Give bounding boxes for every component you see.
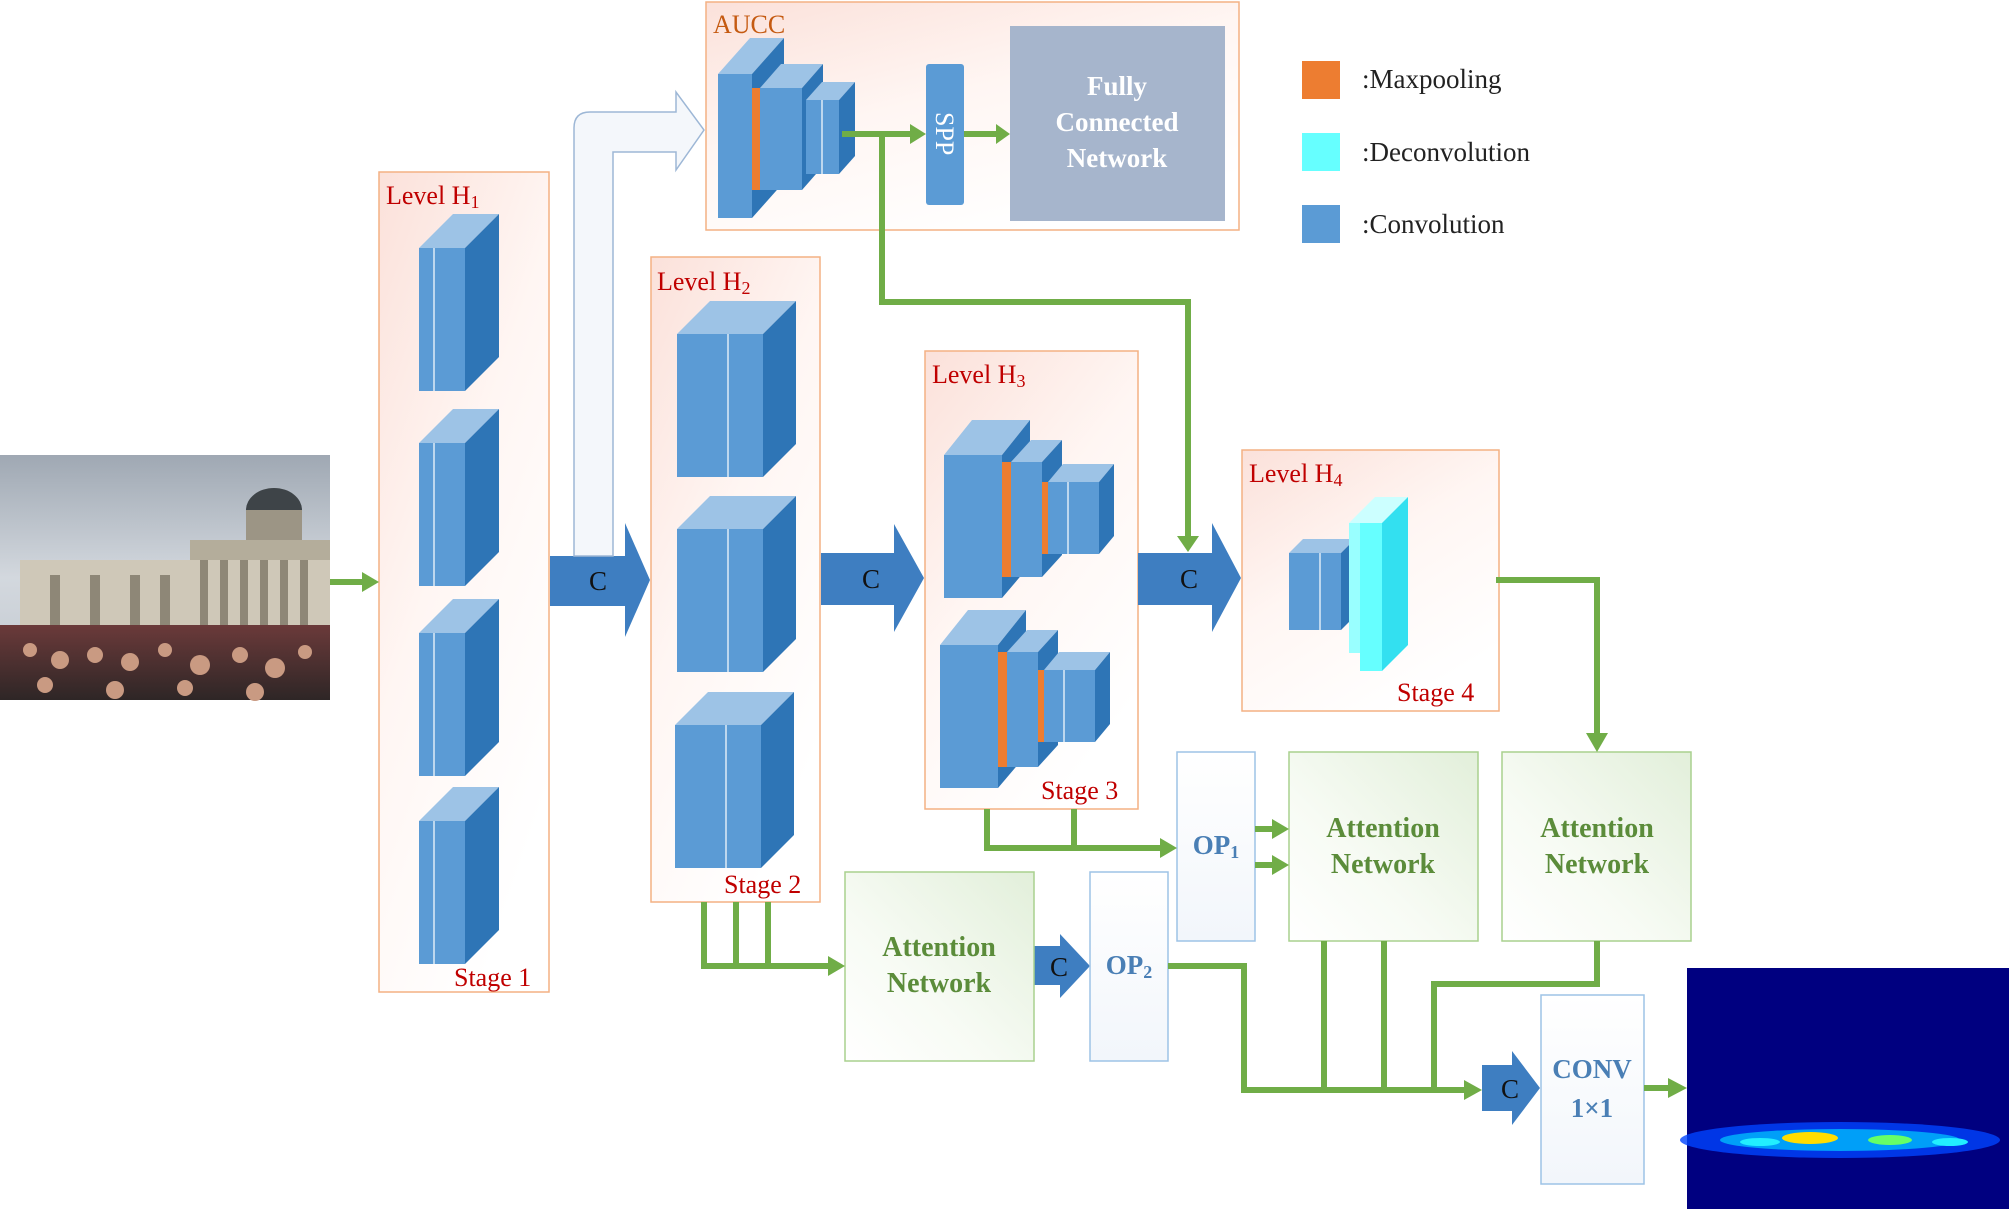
- maxpool-layer: [1002, 462, 1011, 577]
- svg-text:Attention: Attention: [1326, 813, 1440, 844]
- concat-arrow-3: C: [1138, 523, 1241, 632]
- svg-text:Network: Network: [1067, 143, 1167, 173]
- attention-network-1: Attention Network: [844, 871, 1035, 1062]
- stage3-label: Stage 3: [1041, 776, 1118, 805]
- density-map-output: [1680, 968, 2009, 1209]
- svg-text:1×1: 1×1: [1571, 1093, 1613, 1123]
- concat-arrow-4: C: [1034, 934, 1090, 998]
- svg-text:OP1: OP1: [1193, 830, 1240, 862]
- svg-text:C: C: [862, 564, 880, 594]
- svg-text:Network: Network: [1545, 849, 1650, 880]
- legend-maxpooling-swatch: [1302, 61, 1340, 99]
- conv-block: [419, 214, 499, 391]
- aucc-label: AUCC: [713, 10, 785, 39]
- conv-block: [677, 301, 796, 477]
- svg-text:Network: Network: [1331, 849, 1436, 880]
- svg-text:Attention: Attention: [1540, 813, 1654, 844]
- level-h2-label: Level H2: [657, 267, 750, 298]
- concat-arrow-5: C: [1482, 1051, 1540, 1125]
- level-h3-label: Level H3: [932, 360, 1025, 391]
- svg-text:SPP: SPP: [930, 112, 959, 155]
- stage4-label: Stage 4: [1397, 678, 1474, 707]
- input-image: [0, 455, 330, 701]
- legend-deconvolution-label: :Deconvolution: [1362, 137, 1530, 167]
- legend-convolution-swatch: [1302, 205, 1340, 243]
- op1-block: OP1: [1176, 751, 1256, 942]
- svg-text:C: C: [1180, 564, 1198, 594]
- svg-text:C: C: [589, 566, 607, 596]
- spp-block: SPP: [926, 64, 964, 205]
- conv-block: [677, 496, 796, 672]
- aucc-conv-blocks: [718, 38, 855, 218]
- svg-text:CONV: CONV: [1552, 1054, 1632, 1084]
- svg-text:OP2: OP2: [1106, 950, 1153, 982]
- maxpool-layer: [752, 88, 760, 190]
- stage2-conv-blocks: [675, 301, 796, 868]
- svg-text:Connected: Connected: [1056, 107, 1179, 137]
- maxpool-layer: [998, 652, 1007, 767]
- maxpool-layer: [1038, 670, 1044, 742]
- stage2-label: Stage 2: [724, 870, 801, 899]
- svg-text:C: C: [1501, 1074, 1519, 1104]
- flow-arrowheads: [362, 124, 1687, 1100]
- level-h4-label: Level H4: [1249, 459, 1342, 490]
- stage1-label: Stage 1: [454, 963, 531, 992]
- conv-block: [675, 692, 794, 868]
- level-h1-label: Level H1: [386, 181, 479, 212]
- op2-block: OP2: [1089, 871, 1169, 1062]
- svg-text:Network: Network: [887, 968, 992, 999]
- svg-text:Attention: Attention: [882, 932, 996, 963]
- maxpool-layer: [1042, 482, 1048, 554]
- legend-convolution-label: :Convolution: [1362, 209, 1505, 239]
- attention-network-3: Attention Network: [1501, 751, 1692, 942]
- stage1-conv-blocks: [419, 214, 499, 964]
- fully-connected-network: Fully Connected Network: [1010, 26, 1225, 221]
- svg-text:C: C: [1050, 952, 1068, 982]
- deconv-layer: [1349, 497, 1408, 671]
- conv-block: [419, 787, 499, 964]
- concat-arrow-2: C: [821, 524, 924, 632]
- attention-network-2: Attention Network: [1288, 751, 1479, 942]
- concat-arrow-1: C: [550, 523, 650, 637]
- legend-deconvolution-swatch: [1302, 133, 1340, 171]
- conv-block: [419, 599, 499, 776]
- conv1x1-block: CONV 1×1: [1540, 994, 1645, 1185]
- stage4-blocks: [1289, 497, 1408, 671]
- flow-arrows: [330, 131, 1668, 1093]
- stage3-conv-group-top: [944, 420, 1114, 598]
- legend-maxpooling-label: :Maxpooling: [1362, 64, 1502, 94]
- legend: :Maxpooling :Deconvolution :Convolution: [1302, 61, 1530, 243]
- bypass-arrow-to-aucc: [573, 89, 705, 557]
- svg-text:Fully: Fully: [1087, 71, 1148, 101]
- conv-block: [419, 409, 499, 586]
- stage3-conv-group-bottom: [940, 610, 1110, 788]
